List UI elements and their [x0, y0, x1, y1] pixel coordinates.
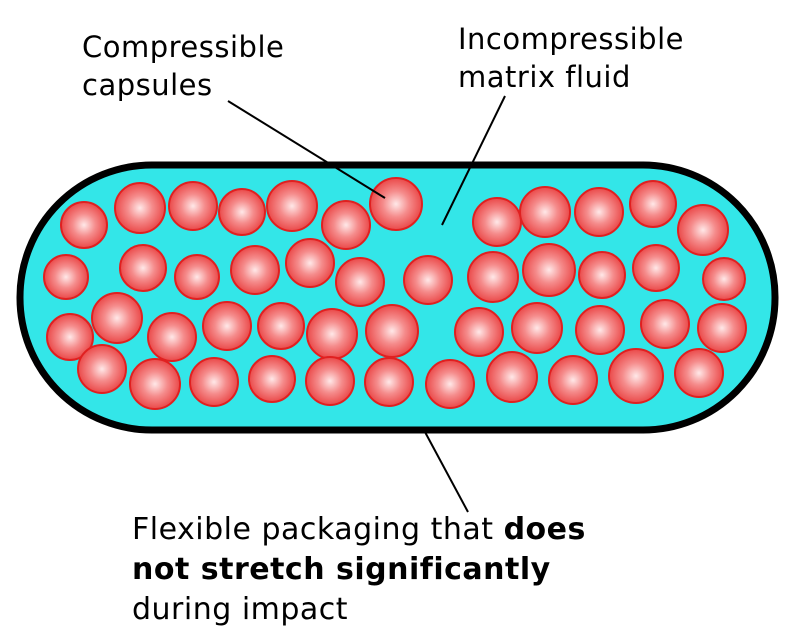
capsule: [203, 302, 251, 350]
capsule: [468, 252, 518, 302]
matrix-label-line1: Incompressible: [458, 20, 684, 58]
capsule: [523, 244, 575, 296]
capsule: [641, 300, 689, 348]
capsule: [219, 189, 265, 235]
capsule: [698, 304, 746, 352]
capsule: [44, 255, 88, 299]
packaging-label: Flexible packaging that does not stretch…: [132, 510, 586, 630]
capsule: [148, 313, 196, 361]
capsule: [336, 258, 384, 306]
capsules-label: Compressible capsules: [82, 28, 284, 104]
capsule: [169, 182, 217, 230]
capsule: [575, 188, 623, 236]
capsule: [190, 358, 238, 406]
capsule: [366, 305, 418, 357]
capsule: [365, 358, 413, 406]
capsule: [61, 202, 107, 248]
matrix-fluid-label: Incompressible matrix fluid: [458, 20, 684, 96]
capsules-label-line2: capsules: [82, 66, 284, 104]
capsule: [455, 308, 503, 356]
packaging-line1-bold: does: [504, 512, 586, 547]
packaging-line1-normal: Flexible packaging that: [132, 512, 504, 547]
packaging-label-line2: not stretch significantly: [132, 550, 586, 590]
capsule: [322, 201, 370, 249]
capsule: [175, 255, 219, 299]
capsule: [549, 356, 597, 404]
capsule: [675, 349, 723, 397]
capsule: [520, 187, 570, 237]
capsule: [115, 183, 165, 233]
capsule: [267, 181, 317, 231]
capsule: [307, 309, 357, 359]
capsule: [579, 252, 625, 298]
capsule: [258, 303, 304, 349]
capsule: [404, 256, 452, 304]
capsule: [609, 349, 663, 403]
capsule: [512, 303, 562, 353]
capsule: [576, 306, 624, 354]
packaging-label-line3: during impact: [132, 590, 586, 630]
capsule: [92, 293, 142, 343]
capsule: [120, 245, 166, 291]
capsule: [633, 245, 679, 291]
capsules-label-line1: Compressible: [82, 28, 284, 66]
capsule: [426, 360, 474, 408]
capsule: [703, 258, 745, 300]
capsule: [678, 205, 728, 255]
capsule: [306, 357, 354, 405]
capsule: [249, 356, 295, 402]
capsule: [130, 359, 180, 409]
matrix-label-line2: matrix fluid: [458, 58, 684, 96]
capsule: [630, 181, 676, 227]
packaging-label-line1: Flexible packaging that does: [132, 510, 586, 550]
capsule: [473, 198, 521, 246]
capsule: [78, 345, 126, 393]
packaging-leader-line: [425, 432, 468, 512]
capsule: [286, 239, 334, 287]
capsule: [370, 178, 422, 230]
capsule: [487, 352, 537, 402]
capsule: [231, 246, 279, 294]
